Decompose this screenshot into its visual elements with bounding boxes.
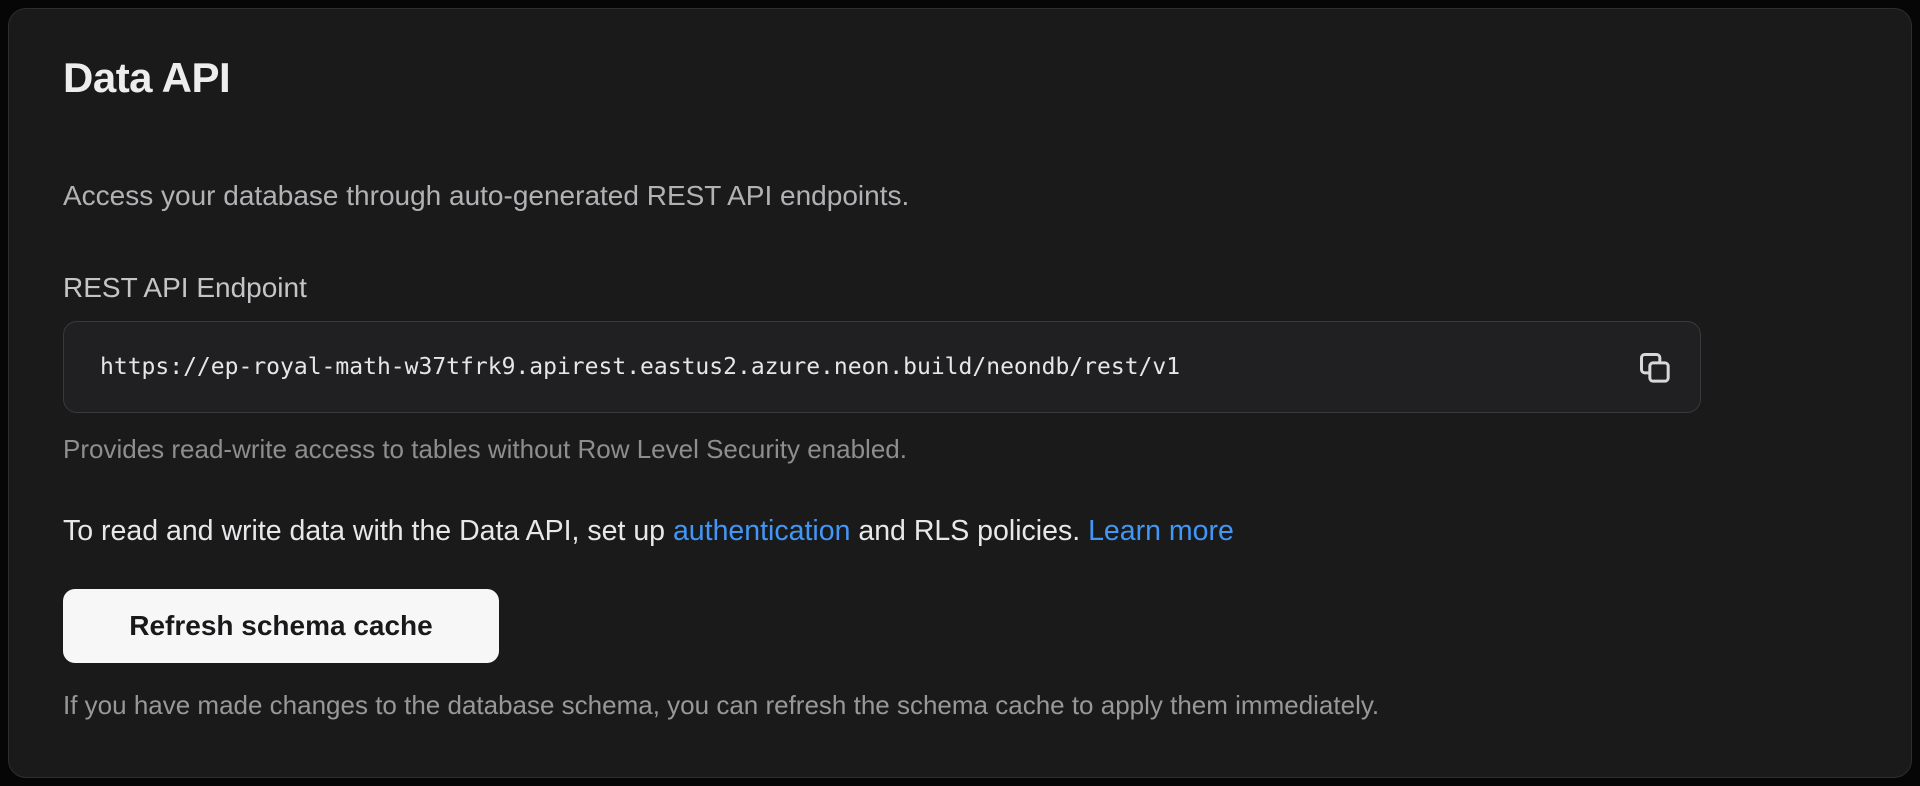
- endpoint-url-value: https://ep-royal-math-w37tfrk9.apirest.e…: [100, 354, 1181, 380]
- refresh-helper-text: If you have made changes to the database…: [63, 690, 1380, 720]
- rls-note: To read and write data with the Data API…: [63, 513, 1857, 549]
- rls-note-prefix: To read and write data with the Data API…: [63, 515, 673, 547]
- page-title: Data API: [63, 54, 231, 101]
- copy-icon: [1634, 347, 1674, 387]
- rls-note-middle: and RLS policies.: [850, 515, 1089, 547]
- panel-description: Access your database through auto-genera…: [63, 180, 910, 211]
- refresh-schema-cache-button[interactable]: Refresh schema cache: [63, 589, 499, 663]
- learn-more-link[interactable]: Learn more: [1088, 515, 1234, 547]
- authentication-link[interactable]: authentication: [672, 515, 851, 547]
- endpoint-helper-text: Provides read-write access to tables wit…: [63, 434, 907, 464]
- data-api-panel: Data API Access your database through au…: [8, 8, 1912, 778]
- endpoint-label: REST API Endpoint: [63, 272, 307, 303]
- endpoint-url-field[interactable]: https://ep-royal-math-w37tfrk9.apirest.e…: [63, 321, 1701, 413]
- copy-endpoint-button[interactable]: [1628, 341, 1680, 393]
